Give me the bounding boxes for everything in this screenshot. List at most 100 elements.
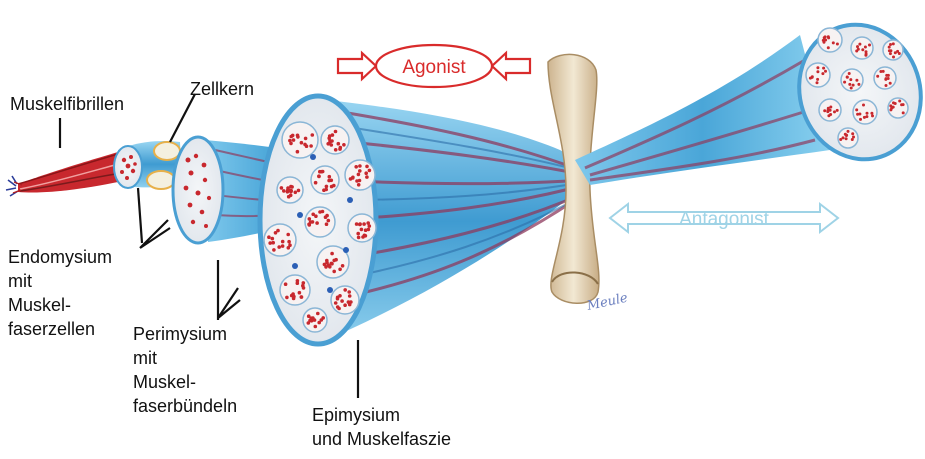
fiber-speckle [292,138,296,142]
fiber-speckle [307,321,311,325]
fiber-speckle [300,141,304,145]
fiber-speckle [311,316,315,320]
fiber-speckle [847,130,850,133]
fiber-speckle [289,142,293,146]
fiber-speckle [889,49,892,52]
fiber-speckle [851,138,854,141]
fiber-speckle [836,43,839,46]
fiber-speckle [365,165,369,169]
fiber-speckle [821,72,824,75]
fiber-speckle [300,295,304,299]
fiber-speckle [885,74,888,77]
fiber-speckle [832,41,835,44]
fiber-speckle [859,118,862,121]
fiber-speckle [355,179,359,183]
fiber-speckle [307,223,311,227]
fiber-speckle [356,232,360,236]
agonist-label: Agonist [402,57,466,78]
fiber-speckle [277,245,281,249]
perimysium-line-1: Perimysium [133,322,237,346]
fiber-speckle [850,87,853,90]
epimysium-muscle [260,96,600,345]
fiber-speckle [286,186,290,190]
fiber-speckle [811,75,814,78]
fiber-speckle [876,75,879,78]
fiber-speckle [888,46,891,49]
leader-endomysium [138,188,170,248]
antagonist-indicator: Antagonist [610,204,838,232]
fiber-speckle [848,72,851,75]
label-muskelfibrillen: Muskelfibrillen [10,92,124,116]
fiber-speckle [866,112,869,115]
fiber-speckle [314,214,318,218]
fiber-speckle [330,143,334,147]
label-perimysium: Perimysium mit Muskel- faserbündeln [133,322,237,418]
fiber-speckle [357,173,361,177]
label-epimysium: Epimysium und Muskelfaszie [312,403,451,451]
fiber-speckle [898,100,901,103]
endomysium-line-2: mit [8,269,112,293]
fiber-speckle [852,84,855,87]
fiber-speckle [296,150,300,154]
fiber-speckle [871,114,874,117]
fiber-speckle [284,282,288,286]
fiber-speckle [334,148,338,152]
fiber-speckle [823,109,826,112]
fiber-speckle [298,291,302,295]
fiber-speckle [816,70,819,73]
fiber-speckle [843,81,846,84]
perimysium-line-3: Muskel- [133,370,237,394]
fiber-speckle [311,133,315,137]
fiber-speckle [347,290,351,294]
fiber-speckle [349,300,353,304]
fiber-speckle [364,171,368,175]
fiber-speckle [321,316,325,320]
fiber-speckle [327,179,331,183]
antagonist-muscle [575,9,925,185]
fiber-speckle [323,263,327,267]
fiber-speckle [318,210,322,214]
fiber-speckle [900,103,903,106]
fiber-speckle [366,221,370,225]
fiber-speckle [845,134,848,137]
fiber-speckle [328,265,332,269]
fiber-speckle [332,270,336,274]
fiber-speckle [816,66,819,69]
fiber-speckle [857,83,860,86]
fiber-speckle [338,294,342,298]
fiber-speckle [340,299,344,303]
fiber-speckle [827,46,830,49]
fiber-speckle [302,286,306,290]
fiber-speckle [858,113,861,116]
fiber-speckle [330,262,334,266]
fiber-speckle [839,138,842,141]
fiber-speckle [296,279,300,283]
label-zellkern: Zellkern [190,77,254,101]
fiber-speckle [330,185,334,189]
fiber-speckle [289,194,293,198]
fiber-speckle [861,48,864,51]
fiber-speckle [848,83,851,86]
perimysium-line-4: faserbündeln [133,394,237,418]
fiber-speckle [354,165,358,169]
agonist-left-arrow-icon [338,53,376,79]
fiber-speckle [325,259,329,263]
fiber-speckle [274,231,278,235]
fiber-speckle [355,222,359,226]
fiber-speckle [855,108,858,111]
agonist-right-arrow-icon [492,53,530,79]
fiber-speckle [290,294,294,298]
fiber-speckle [317,321,321,325]
fiber-speckle [308,217,312,221]
fiber-speckle [885,84,888,87]
fiber-speckle [865,53,868,56]
fiber-speckle [361,235,365,239]
fiber-speckle [902,111,905,114]
fiber-speckle [289,135,293,139]
fiber-speckle [826,110,829,113]
fiber-speckle [287,246,291,250]
fiber-speckle [286,190,290,194]
fiber-speckle [827,35,830,38]
fiber-speckle [896,50,899,53]
fiber-speckle [868,44,871,47]
